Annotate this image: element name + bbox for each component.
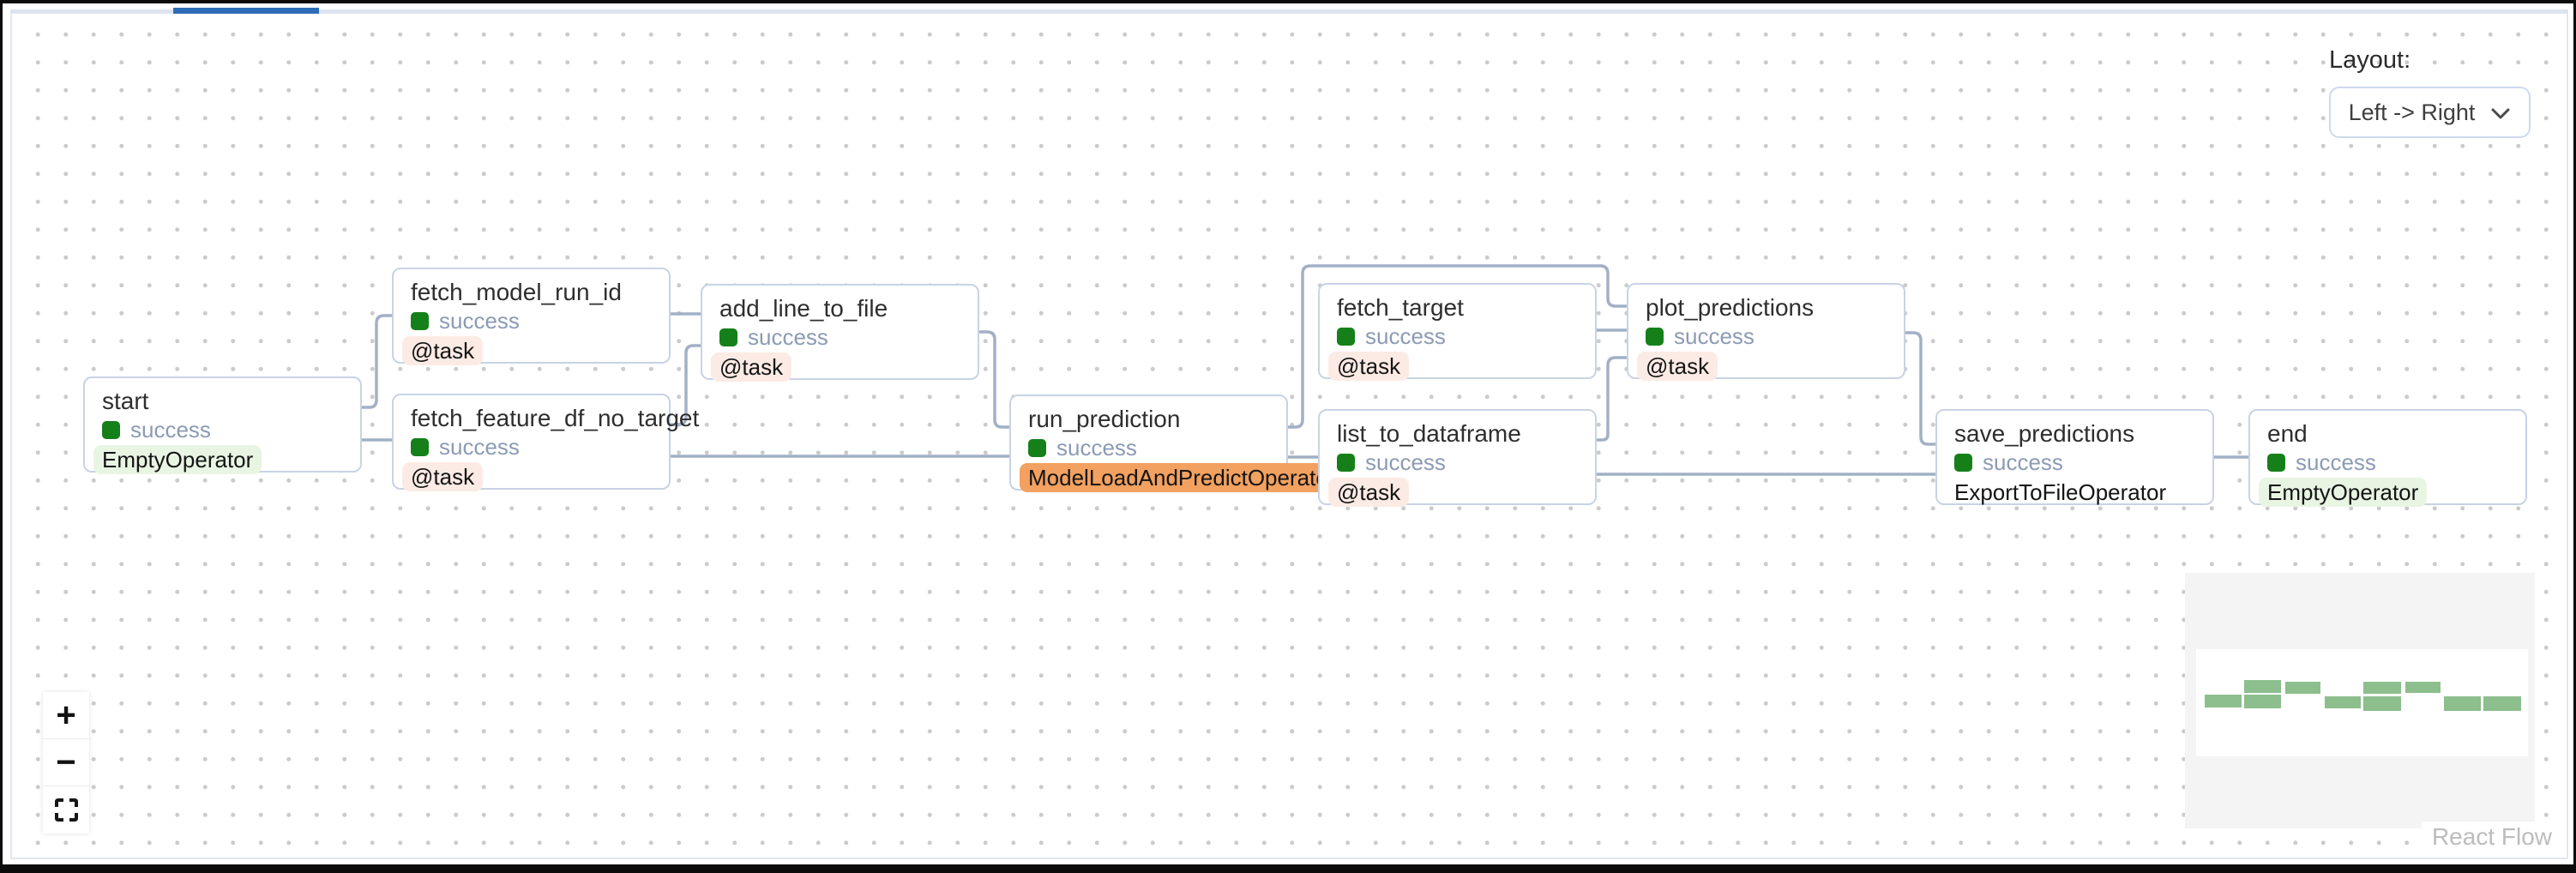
plus-icon: +: [56, 696, 76, 734]
minimap-node: [2325, 696, 2361, 708]
zoom-in-button[interactable]: +: [43, 692, 89, 739]
minimap-node: [2444, 696, 2481, 711]
minimap-node: [2205, 695, 2242, 707]
task-node-title: fetch_model_run_id: [411, 279, 622, 305]
operator-badge: @task: [711, 352, 792, 382]
status-success-icon: [719, 328, 737, 346]
task-node-title: add_line_to_file: [719, 295, 888, 322]
minus-icon: −: [56, 744, 76, 781]
task-status-row: success: [102, 418, 343, 442]
status-success-icon: [1646, 327, 1664, 346]
task-status-row: success: [1337, 450, 1578, 474]
task-status-label: success: [439, 308, 520, 334]
status-success-icon: [102, 420, 120, 439]
task-status-row: success: [1028, 436, 1269, 460]
minimap-node: [2483, 696, 2521, 711]
task-status-row: success: [719, 325, 960, 349]
minimap-node: [2244, 695, 2281, 708]
task-node-title: start: [102, 388, 149, 414]
task-status-row: success: [1337, 324, 1578, 348]
task-status-label: success: [1365, 449, 1446, 475]
operator-badge: @task: [402, 336, 484, 365]
edge-plot_predictions-to-save_predictions: [1905, 331, 1935, 446]
fit-view-icon: [54, 798, 78, 822]
edge-start-to-fetch_model_run_id: [362, 314, 392, 409]
layout-panel: Layout: Left -> Right: [2329, 46, 2531, 138]
task-status-row: success: [2267, 450, 2508, 474]
reactflow-attribution: React Flow: [2421, 822, 2562, 852]
task-node-title: fetch_feature_df_no_target: [411, 405, 700, 431]
chevron-down-icon: [2491, 108, 2510, 119]
task-node-title: end: [2267, 420, 2308, 447]
task-status-label: success: [1056, 435, 1137, 461]
operator-badge: EmptyOperator: [93, 445, 262, 474]
minimap-node: [2363, 696, 2401, 711]
minimap[interactable]: [2185, 573, 2535, 828]
operator-badge: @task: [1328, 478, 1410, 507]
operator-badge: @task: [402, 462, 484, 491]
status-success-icon: [1028, 438, 1046, 457]
status-success-icon: [1337, 453, 1355, 472]
task-status-row: success: [411, 435, 652, 459]
task-node-title: save_predictions: [1954, 420, 2135, 447]
task-node-title: list_to_dataframe: [1337, 420, 1521, 447]
status-success-icon: [1337, 327, 1355, 346]
operator-badge: ExportToFileOperator: [1954, 479, 2167, 505]
task-status-row: success: [1646, 324, 1887, 348]
task-status-row: success: [411, 309, 652, 333]
operator-badge: @task: [1637, 352, 1718, 381]
task-node-title: plot_predictions: [1646, 294, 1815, 321]
operator-badge: @task: [1328, 352, 1410, 381]
edge-fetch_feature_df_no_target-to-add_line_to_file: [671, 344, 701, 426]
active-tab-indicator: [173, 8, 319, 14]
layout-label: Layout:: [2329, 46, 2411, 74]
minimap-node: [2363, 682, 2401, 694]
status-success-icon: [1954, 453, 1972, 472]
edge-run_prediction-to-plot_predictions: [1288, 264, 1627, 429]
task-status-label: success: [439, 434, 520, 460]
tab-strip: [10, 8, 2568, 14]
minimap-node: [2244, 680, 2281, 693]
zoom-controls: + −: [43, 692, 89, 834]
minimap-node: [2285, 682, 2320, 694]
layout-direction-select[interactable]: Left -> Right: [2329, 87, 2531, 138]
task-status-label: success: [130, 417, 211, 443]
task-status-label: success: [1365, 323, 1446, 349]
edge-list_to_dataframe-to-plot_predictions: [1597, 356, 1627, 442]
edge-add_line_to_file-to-run_prediction: [979, 330, 1009, 429]
task-status-label: success: [2296, 449, 2376, 475]
task-status-label: success: [748, 324, 828, 350]
zoom-out-button[interactable]: −: [43, 739, 89, 786]
layout-direction-value: Left -> Right: [2348, 99, 2476, 125]
operator-badge: EmptyOperator: [2259, 478, 2428, 507]
status-success-icon: [411, 437, 429, 456]
task-status-label: success: [1674, 323, 1754, 349]
task-status-row: success: [1954, 450, 2195, 474]
operator-badge: ModelLoadAndPredictOperator: [1020, 463, 1345, 492]
minimap-node: [2405, 682, 2441, 693]
status-success-icon: [2267, 453, 2285, 472]
task-node-title: fetch_target: [1337, 294, 1464, 321]
fit-view-button[interactable]: [43, 786, 89, 834]
task-status-label: success: [1983, 449, 2063, 475]
edges-layer: [362, 264, 2248, 476]
task-node-title: run_prediction: [1028, 406, 1181, 432]
status-success-icon: [411, 311, 429, 330]
